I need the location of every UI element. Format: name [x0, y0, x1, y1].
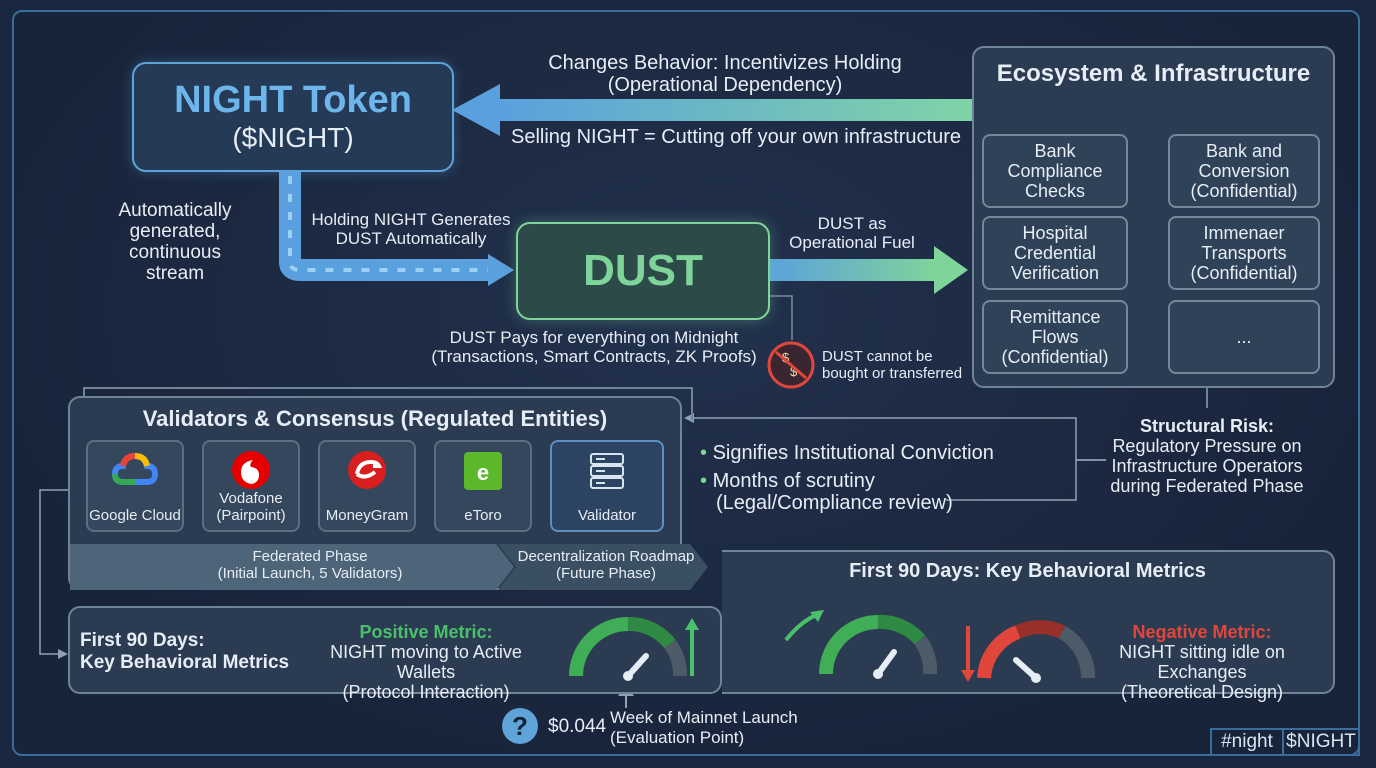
- price-label: $0.044: [548, 716, 608, 738]
- conviction-bullet-2: Months of scrutiny: [713, 470, 875, 492]
- holding-label: Holding NIGHT Generates DUST Automatical…: [300, 210, 522, 248]
- metrics-left-title: First 90 Days: Key Behavioral Metrics: [80, 630, 300, 674]
- etoro-icon: e: [436, 450, 530, 494]
- dust-restriction-label: DUST cannot be bought or transferred: [822, 348, 972, 382]
- positive-gauge-icon: [566, 614, 706, 684]
- svg-text:e: e: [477, 460, 489, 485]
- evaluation-label: Week of Mainnet Launch (Evaluation Point…: [610, 708, 810, 748]
- structural-risk-label: Structural Risk: Regulatory Pressure on …: [1092, 416, 1322, 496]
- night-token-title: NIGHT Token: [174, 79, 412, 121]
- eco-cell-more: ...: [1168, 300, 1320, 374]
- metrics-right-title: First 90 Days: Key Behavioral Metrics: [722, 560, 1333, 583]
- validators-title: Validators & Consensus (Regulated Entiti…: [70, 406, 680, 432]
- no-transfer-icon: $ $: [766, 340, 816, 390]
- selling-warning: Selling NIGHT = Cutting off your own inf…: [500, 126, 972, 148]
- top-arrow-label: Changes Behavior: Incentivizes Holding (…: [530, 52, 920, 96]
- dust-pays-label: DUST Pays for everything on Midnight (Tr…: [418, 328, 770, 366]
- dust-fuel-label: DUST as Operational Fuel: [770, 214, 934, 252]
- positive-gauge-large-icon: [780, 594, 940, 680]
- tag-night: #night: [1210, 728, 1284, 756]
- question-icon: ?: [502, 708, 538, 744]
- night-token-ticker: ($NIGHT): [232, 121, 353, 155]
- tag-night-ticker: $NIGHT: [1284, 728, 1360, 756]
- moneygram-icon: [320, 450, 414, 494]
- ecosystem-title: Ecosystem & Infrastructure: [974, 60, 1333, 88]
- conviction-bullet-1: Signifies Institutional Conviction: [713, 442, 994, 464]
- positive-metric: Positive Metric: NIGHT moving to Active …: [300, 622, 552, 702]
- dust-title: DUST: [583, 246, 703, 296]
- server-icon: [552, 450, 662, 494]
- validator-card-generic: Validator: [550, 440, 664, 532]
- federated-phase-label: Federated Phase (Initial Launch, 5 Valid…: [160, 548, 460, 582]
- validator-card-moneygram: MoneyGram: [318, 440, 416, 532]
- validator-card-google: Google Cloud: [86, 440, 184, 532]
- night-token-box: NIGHT Token ($NIGHT): [132, 62, 454, 172]
- validator-card-etoro: e eToro: [434, 440, 532, 532]
- conviction-bullet-2-detail: (Legal/Compliance review): [700, 492, 1020, 514]
- auto-stream-label: Automatically generated, continuous stre…: [100, 200, 250, 284]
- validator-card-vodafone: Vodafone(Pairpoint): [202, 440, 300, 532]
- conviction-list: • Signifies Institutional Conviction • M…: [700, 442, 1020, 514]
- google-cloud-icon: [88, 450, 182, 494]
- negative-metric: Negative Metric: NIGHT sitting idle on E…: [1074, 622, 1330, 702]
- dust-box: DUST: [516, 222, 770, 320]
- validators-panel: Validators & Consensus (Regulated Entiti…: [68, 396, 682, 590]
- vodafone-icon: [204, 450, 298, 494]
- decentralization-label: Decentralization Roadmap (Future Phase): [506, 548, 706, 582]
